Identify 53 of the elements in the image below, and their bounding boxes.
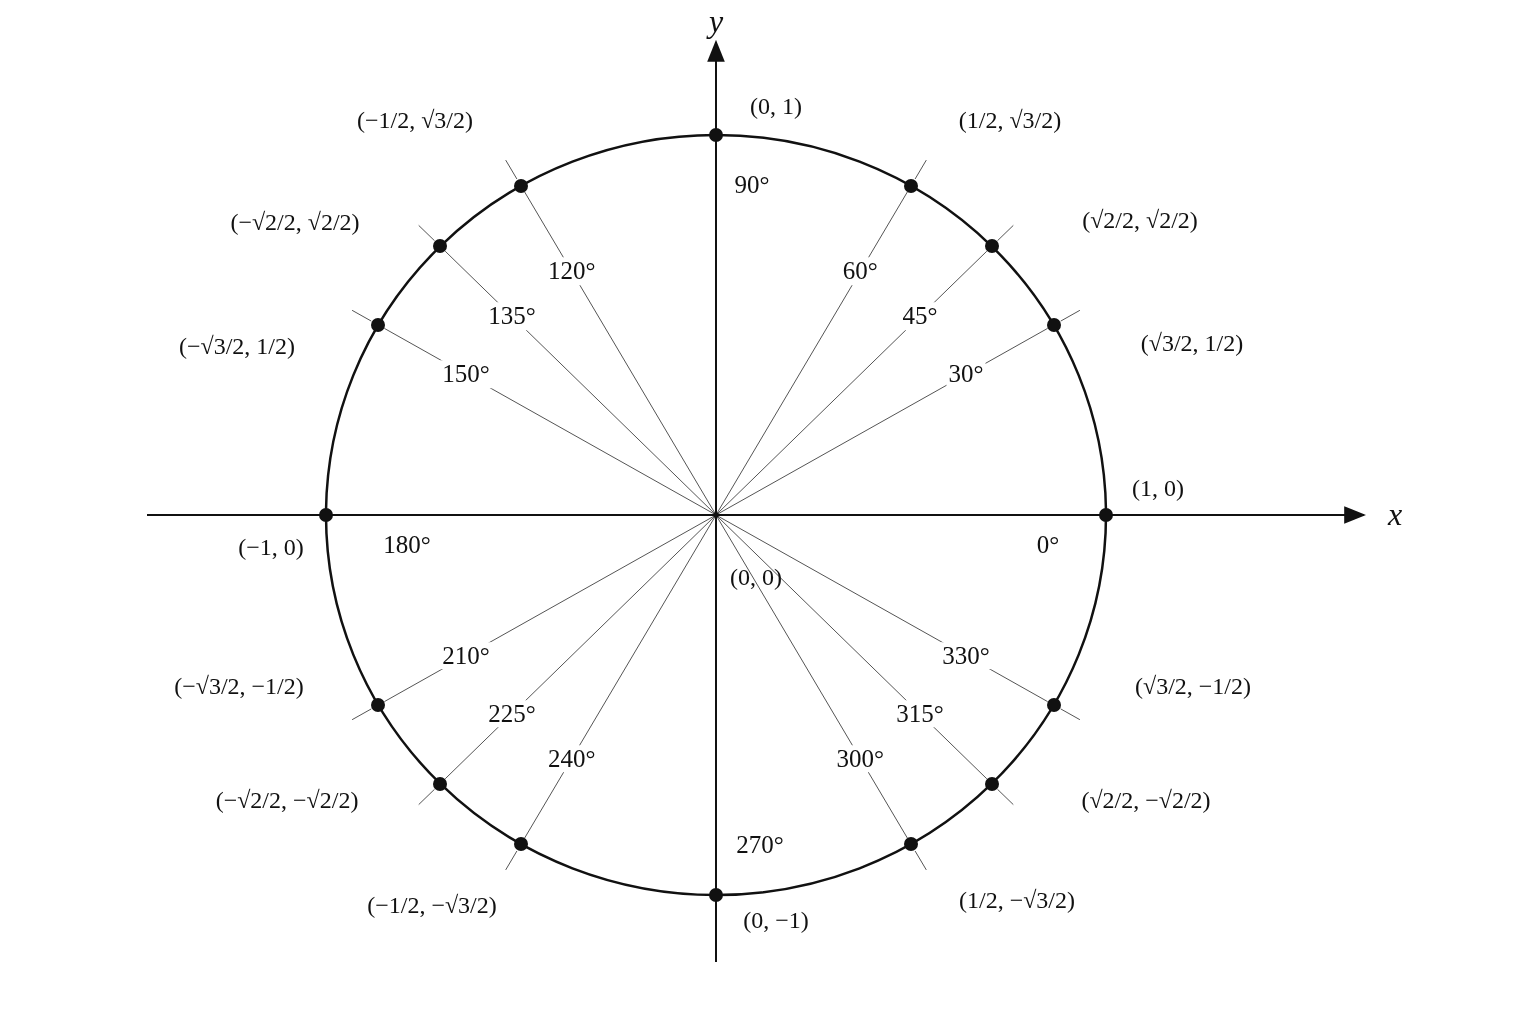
coordinate-label: (1, 0) <box>1132 474 1184 502</box>
coordinate-label: (√2/2, √2/2) <box>1082 206 1198 234</box>
angle-label: 150° <box>440 360 492 389</box>
coordinate-label: (−1/2, √3/2) <box>357 106 473 134</box>
point-dot <box>984 776 999 791</box>
point-dot <box>709 888 723 902</box>
coordinate-label: (1/2, √3/2) <box>958 106 1062 134</box>
radius-line <box>717 517 908 839</box>
coordinate-label: (−1/2, −√3/2) <box>367 891 497 919</box>
coordinate-label: (−√3/2, −1/2) <box>174 672 304 700</box>
coordinate-label: (1/2, −√3/2) <box>959 886 1075 914</box>
angle-label: 60° <box>840 257 880 286</box>
radius-line <box>717 250 988 514</box>
point-dot <box>319 508 333 522</box>
point-dot <box>984 239 999 254</box>
angle-label: 45° <box>900 302 940 330</box>
radius-line <box>524 517 715 839</box>
radius-line <box>524 191 715 513</box>
coordinate-label: (0, 0) <box>730 563 782 591</box>
angle-label: 330° <box>940 641 992 670</box>
coordinate-label: (0, 1) <box>750 92 802 120</box>
point-dot <box>1046 318 1061 332</box>
point-dot <box>433 239 448 254</box>
coordinate-label: (−√2/2, √2/2) <box>230 208 360 236</box>
angle-label: 225° <box>486 700 538 728</box>
radius-line <box>444 516 715 780</box>
angle-label: 210° <box>440 641 492 670</box>
point-dot <box>514 837 528 852</box>
point-dot <box>709 128 723 142</box>
coordinate-label: (√3/2, 1/2) <box>1140 329 1244 357</box>
axis-label: y <box>708 4 724 40</box>
coordinate-label: (0, −1) <box>743 906 809 934</box>
radius-line <box>444 250 715 514</box>
point-dot <box>904 837 918 852</box>
angle-label: 30° <box>946 360 986 389</box>
radius-line <box>717 516 988 780</box>
origin-point <box>713 512 719 518</box>
point-dot <box>371 318 386 332</box>
radius-line <box>718 327 1049 514</box>
coordinate-label: (√2/2, −√2/2) <box>1081 786 1211 814</box>
coordinate-label: (−√2/2, −√2/2) <box>215 786 359 814</box>
point-dot <box>1046 698 1061 712</box>
axis-label: x <box>1387 497 1403 533</box>
point-dot <box>1099 508 1113 522</box>
coordinate-label: (−1, 0) <box>238 533 304 561</box>
point-dot <box>904 178 918 193</box>
point-dot <box>514 178 528 193</box>
point-dot <box>433 776 448 791</box>
coordinate-label: (−√3/2, 1/2) <box>179 332 295 360</box>
angle-label: 315° <box>894 700 946 728</box>
coordinate-label: (√3/2, −1/2) <box>1135 672 1251 700</box>
point-dot <box>371 698 386 712</box>
radius-line <box>717 191 908 513</box>
